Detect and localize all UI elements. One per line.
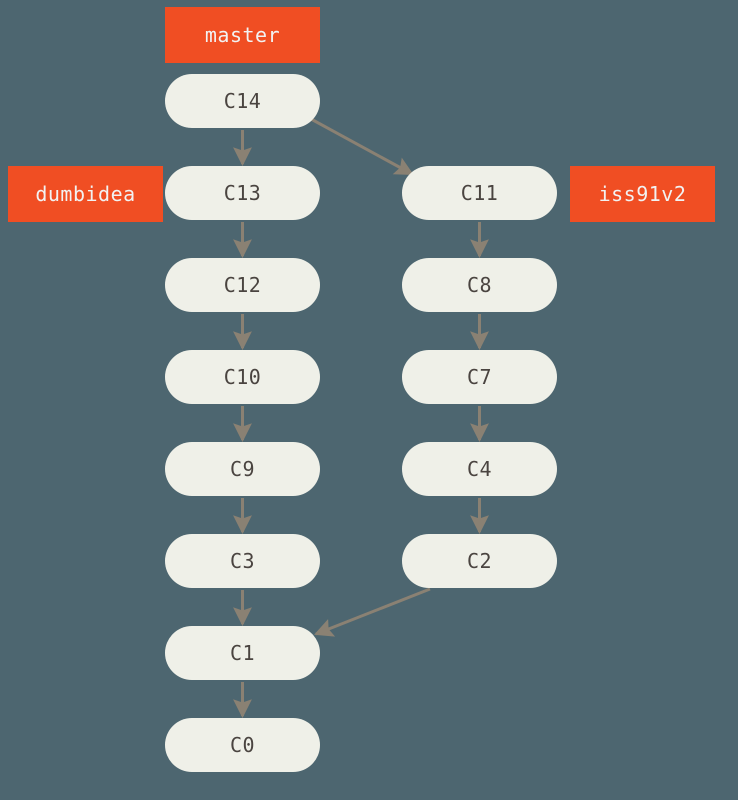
branch-label-master[interactable]: master xyxy=(165,7,320,63)
edge-c14-c11 xyxy=(310,117,414,176)
branch-label-dumbidea[interactable]: dumbidea xyxy=(8,166,163,222)
commit-node-c13[interactable]: C13 xyxy=(165,166,320,220)
commit-node-c0[interactable]: C0 xyxy=(165,718,320,772)
commit-node-c10[interactable]: C10 xyxy=(165,350,320,404)
branch-label-iss91v2[interactable]: iss91v2 xyxy=(570,166,715,222)
commit-node-c14[interactable]: C14 xyxy=(165,74,320,128)
commit-node-c1[interactable]: C1 xyxy=(165,626,320,680)
commit-node-c11[interactable]: C11 xyxy=(402,166,557,220)
commit-node-c7[interactable]: C7 xyxy=(402,350,557,404)
commit-node-c4[interactable]: C4 xyxy=(402,442,557,496)
commit-node-c3[interactable]: C3 xyxy=(165,534,320,588)
commit-node-c9[interactable]: C9 xyxy=(165,442,320,496)
commit-node-c8[interactable]: C8 xyxy=(402,258,557,312)
commit-node-c2[interactable]: C2 xyxy=(402,534,557,588)
commit-node-c12[interactable]: C12 xyxy=(165,258,320,312)
edge-c2-c1 xyxy=(314,587,431,637)
